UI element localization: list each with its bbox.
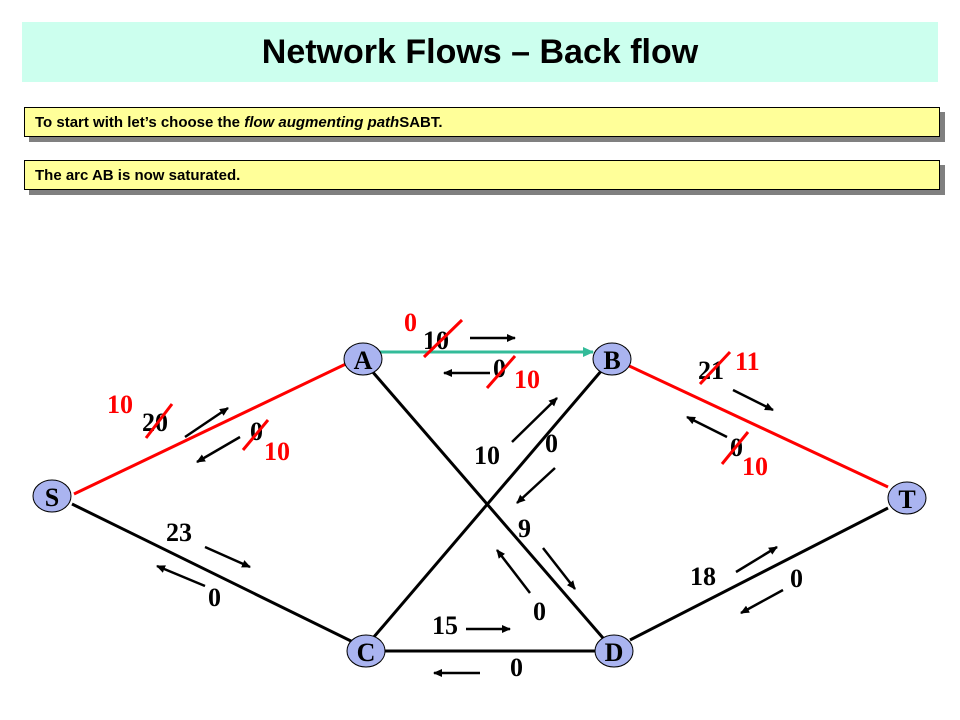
- label-cd-back: 0: [510, 653, 523, 682]
- arrow-sa-fwd: [184, 406, 229, 439]
- node-b: B: [592, 342, 632, 376]
- arrow-dt-back: [740, 588, 784, 615]
- node-a-label: A: [354, 346, 373, 375]
- note1-after: SABT.: [399, 113, 443, 131]
- label-sc-fwd: 23: [166, 518, 192, 547]
- arrow-ad-back: [496, 549, 531, 594]
- label-ab-fwd-new: 0: [404, 308, 417, 337]
- label-bt-fwd-new: 11: [735, 347, 760, 376]
- edge-s-a: [73, 360, 351, 496]
- label-sa-back-new: 10: [264, 437, 290, 466]
- strike-ab-back: [485, 355, 517, 389]
- label-cb-fwd: 10: [474, 441, 500, 470]
- label-dt-fwd: 18: [690, 562, 716, 591]
- label-sc-back: 0: [208, 583, 221, 612]
- note1-emphasis: flow augmenting path: [244, 113, 400, 131]
- label-cd-fwd: 15: [432, 611, 458, 640]
- node-d: D: [594, 634, 634, 668]
- slide-title: Network Flows – Back flow: [261, 32, 699, 71]
- node-s: S: [32, 479, 72, 513]
- arrow-ad-fwd: [542, 547, 576, 590]
- strike-sa-back: [241, 419, 270, 451]
- arrow-sa-back: [196, 435, 241, 464]
- edge-c-b: [371, 369, 604, 639]
- node-t: T: [887, 481, 927, 515]
- arrow-sc-back: [156, 564, 206, 588]
- node-c: C: [346, 634, 386, 668]
- label-ad-back: 0: [533, 597, 546, 626]
- label-ab-back-new: 10: [514, 365, 540, 394]
- strike-bt-fwd: [698, 350, 732, 386]
- node-d-label: D: [605, 638, 624, 667]
- arrow-cb-back: [516, 467, 556, 504]
- label-dt-back: 0: [790, 564, 803, 593]
- title-bar: Network Flows – Back flow: [22, 22, 938, 82]
- node-t-label: T: [898, 485, 915, 514]
- edge-s-c: [71, 502, 356, 645]
- node-c-label: C: [357, 638, 376, 667]
- arrow-cb-fwd: [511, 397, 558, 443]
- strike-sa-fwd: [144, 403, 174, 439]
- arrow-dt-fwd: [735, 545, 778, 574]
- strike-bt-back: [720, 431, 750, 465]
- strike-ab-fwd: [422, 318, 464, 359]
- note1-before: To start with let’s choose the: [35, 113, 241, 131]
- label-ab-fwd-old: 10: [423, 326, 449, 355]
- edge-b-t: [624, 362, 889, 489]
- label-sa-fwd-new: 10: [107, 390, 133, 419]
- arrow-bt-fwd: [732, 388, 774, 412]
- label-bt-back-new: 10: [742, 452, 768, 481]
- arrow-bt-back: [686, 415, 728, 439]
- label-ad-fwd: 9: [518, 514, 531, 543]
- note-augmenting-path: To start with let’s choose the flow augm…: [24, 107, 940, 137]
- node-a: A: [343, 342, 383, 376]
- arrow-sc-fwd: [204, 545, 251, 569]
- node-b-label: B: [603, 346, 620, 375]
- node-s-label: S: [45, 483, 59, 512]
- edge-d-t: [629, 506, 889, 642]
- note-saturated: The arc AB is now saturated.: [24, 160, 940, 190]
- label-cb-back: 0: [545, 429, 558, 458]
